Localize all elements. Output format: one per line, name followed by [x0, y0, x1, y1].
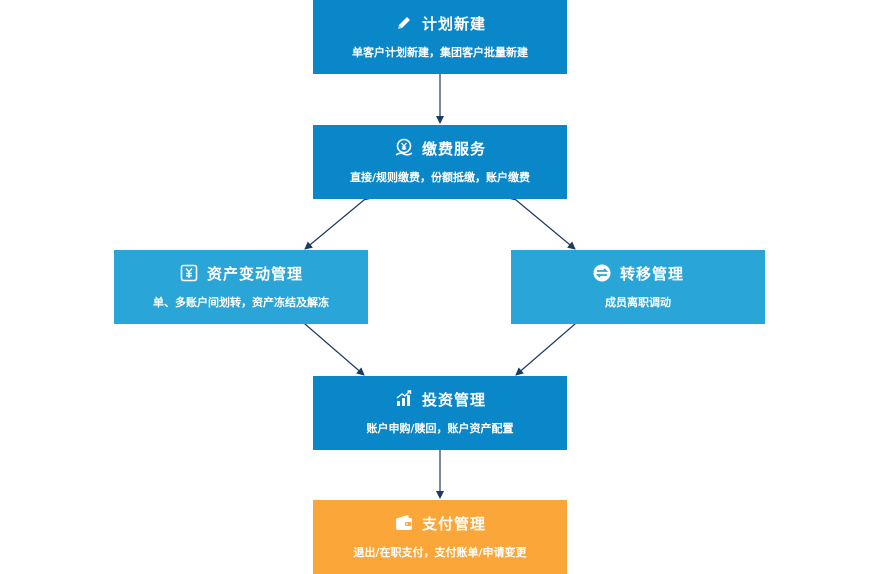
node-asset[interactable]: 资产变动管理 单、多账户间划转，资产冻结及解冻 [114, 250, 368, 324]
wallet-icon [394, 513, 414, 533]
node-transfer[interactable]: 转移管理 成员离职调动 [511, 250, 765, 324]
node-transfer-header: 转移管理 [511, 260, 765, 286]
node-payment[interactable]: 支付管理 退出/在职支付，支付账单/申请变更 [313, 500, 567, 574]
node-asset-desc: 单、多账户间划转，资产冻结及解冻 [153, 296, 329, 309]
node-asset-title: 资产变动管理 [206, 264, 303, 283]
node-plan-title: 计划新建 [421, 14, 486, 33]
node-pay-title: 缴费服务 [421, 139, 486, 158]
node-plan-header: 计划新建 [313, 10, 567, 36]
node-pay-desc: 直接/规则缴费，份额抵缴，账户缴费 [349, 171, 531, 184]
transfer-icon [592, 263, 612, 283]
pencil-icon [394, 13, 414, 33]
node-invest-title: 投资管理 [421, 390, 486, 409]
edge-transfer-invest [515, 316, 583, 376]
growth-chart-icon [394, 389, 414, 409]
node-plan[interactable]: 计划新建 单客户计划新建，集团客户批量新建 [313, 0, 567, 74]
node-transfer-desc: 成员离职调动 [605, 296, 671, 309]
yen-hand-icon [394, 138, 414, 158]
edge-pay-asset [304, 192, 372, 250]
node-asset-header: 资产变动管理 [114, 260, 368, 286]
node-invest-header: 投资管理 [313, 386, 567, 412]
edge-pay-transfer [508, 192, 576, 250]
node-pay-header: 缴费服务 [313, 135, 567, 161]
node-payment-header: 支付管理 [313, 510, 567, 536]
node-pay[interactable]: 缴费服务 直接/规则缴费，份额抵缴，账户缴费 [313, 125, 567, 199]
yen-box-icon [179, 263, 199, 283]
node-payment-title: 支付管理 [421, 514, 486, 533]
node-payment-desc: 退出/在职支付，支付账单/申请变更 [353, 546, 527, 559]
node-invest-desc: 账户申购/赎回，账户资产配置 [366, 422, 514, 435]
node-plan-desc: 单客户计划新建，集团客户批量新建 [352, 46, 528, 59]
node-transfer-title: 转移管理 [619, 264, 684, 283]
edge-asset-invest [297, 316, 365, 376]
node-invest[interactable]: 投资管理 账户申购/赎回，账户资产配置 [313, 376, 567, 450]
